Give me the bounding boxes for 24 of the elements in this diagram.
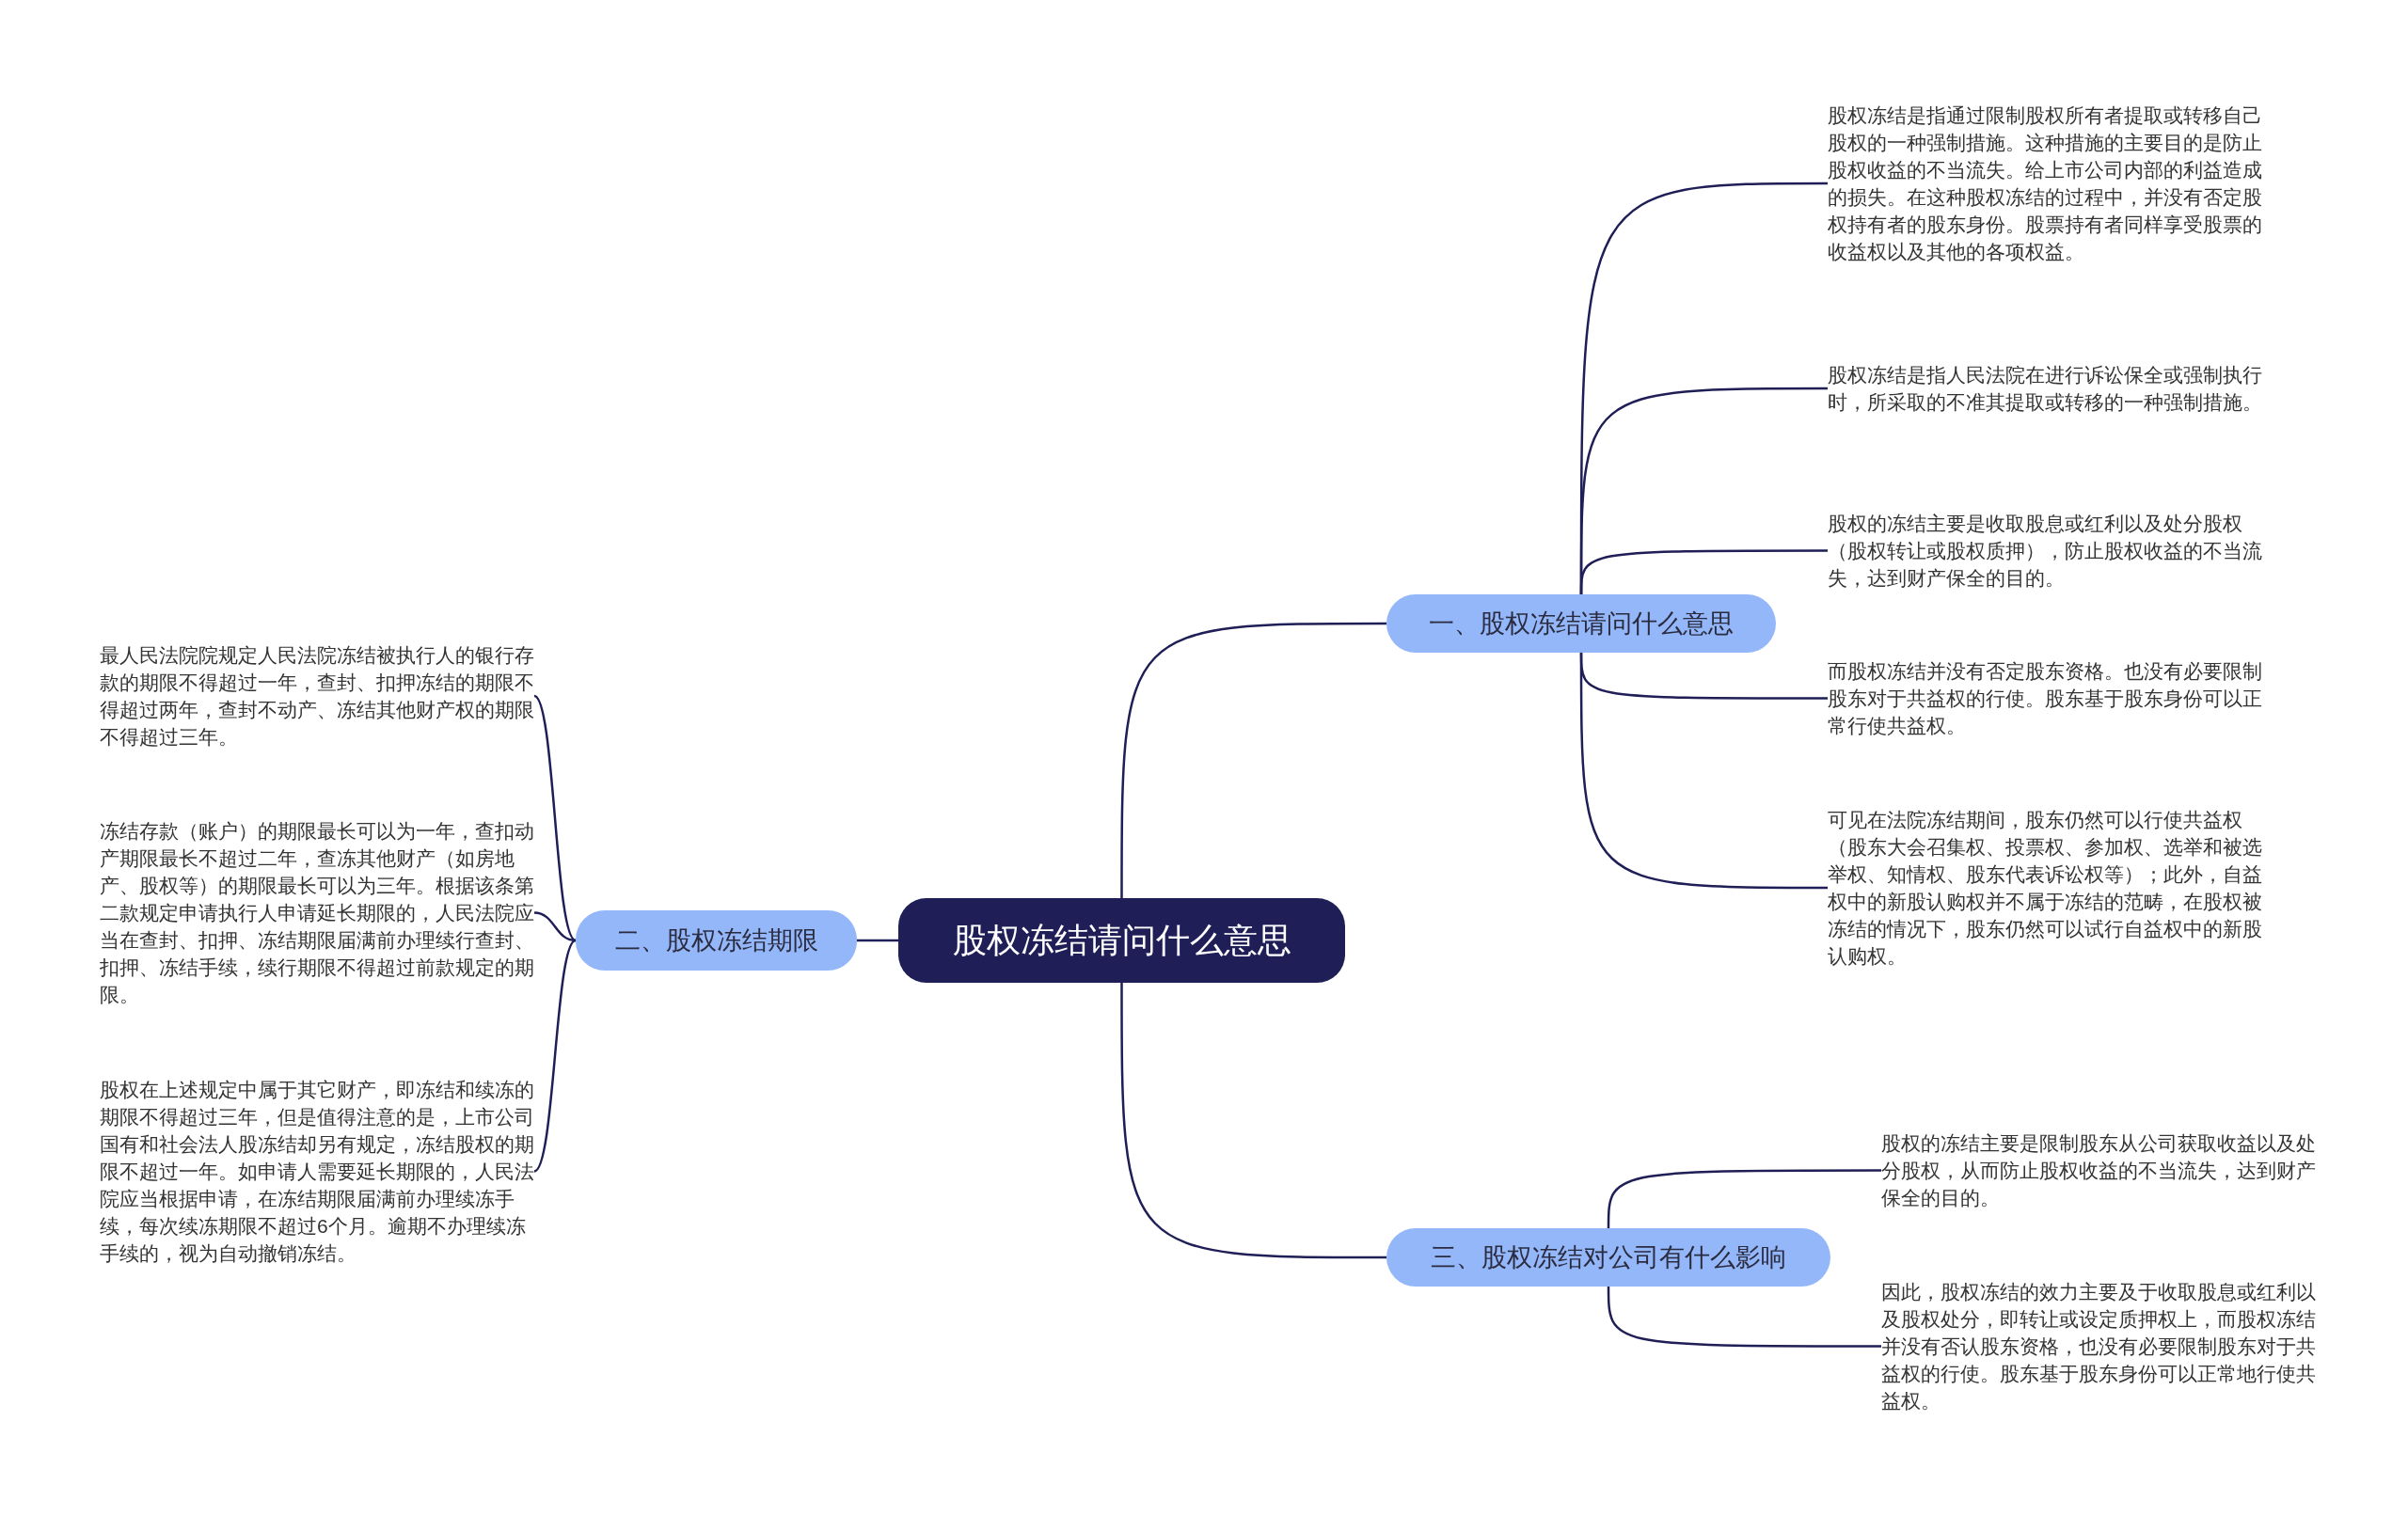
paragraph: 最人民法院院规定人民法院冻结被执行人的银行存款的期限不得超过一年，查封、扣押冻结的期限不得超过两年，查封不动产、冻结其他财产权的期限不得超过三年。 <box>100 641 534 750</box>
paragraph: 而股权冻结并没有否定股东资格。也没有必要限制股东对于共益权的行使。股东基于股东身份可以正常行使共益权。 <box>1828 657 2262 739</box>
topic-box: 一、股权冻结请问什么意思 <box>1386 594 1776 653</box>
central-topic-box: 股权冻结请问什么意思 <box>898 898 1345 983</box>
connector-line <box>1579 653 1828 890</box>
connector-line <box>1607 1287 1881 1348</box>
connector-line <box>533 940 577 1173</box>
paragraph: 因此，股权冻结的效力主要及于收取股息或红利以及股权处分，即转让或设定质押权上，而股权冻结并没有否认股东资格，也没有必要限制股东对于共益权的行使。股东基于股东身份可以正常地行使共益权。 <box>1881 1278 2316 1414</box>
connector-line <box>1579 549 1828 594</box>
paragraph: 股权的冻结主要是限制股东从公司获取收益以及处分股权，从而防止股权收益的不当流失，达到财产保全的目的。 <box>1881 1129 2316 1211</box>
topic-box: 三、股权冻结对公司有什么影响 <box>1386 1228 1830 1287</box>
connector-line <box>1120 983 1386 1259</box>
paragraph: 冻结存款（账户）的期限最长可以为一年，查扣动产期限最长不超过二年，查冻其他财产（如房地产、股权等）的期限最长可以为三年。根据该条第二款规定申请执行人申请延长期限的，人民法院应当在查封、扣押、冻结期限届满前办理续行查封、扣押、冻结手续，续行期限不得超过前款规定的期限。 <box>100 817 534 1008</box>
connector-line <box>857 939 898 942</box>
connector-line <box>533 695 577 941</box>
topic-box: 二、股权冻结期限 <box>576 910 857 971</box>
paragraph: 股权冻结是指人民法院在进行诉讼保全或强制执行时，所采取的不准其提取或转移的一种强制措施。 <box>1828 361 2262 416</box>
paragraph: 股权冻结是指通过限制股权所有者提取或转移自己股权的一种强制措施。这种措施的主要目的是防止股权收益的不当流失。给上市公司内部的利益造成的损失。在这种股权冻结的过程中，并没有否定股权持有者的股东身份。股票持有者同样享受股票的收益权以及其他的各项权益。 <box>1828 102 2262 265</box>
connector-line <box>1120 622 1386 898</box>
connector-line <box>533 911 577 942</box>
connector-line <box>1607 1169 1881 1228</box>
paragraph: 可见在法院冻结期间，股东仍然可以行使共益权（股东大会召集权、投票权、参加权、选举和被选举权、知情权、股东代表诉讼权等）；此外，自益权中的新股认购权并不属于冻结的范畴，在股权被冻结的情况下，股东仍然可以试行自益权中的新股认购权。 <box>1828 806 2262 970</box>
paragraph: 股权的冻结主要是收取股息或红利以及处分股权（股权转让或股权质押），防止股权收益的不当流失，达到财产保全的目的。 <box>1828 510 2262 592</box>
paragraph: 股权在上述规定中属于其它财产，即冻结和续冻的期限不得超过三年，但是值得注意的是，上市公司国有和社会法人股冻结却另有规定，冻结股权的期限不超过一年。如申请人需要延长期限的，人民法院应当根据申请，在冻结期限届满前办理续冻手续，每次续冻期限不超过6个月。逾期不办理续冻手续的，视为自动撤销冻结。 <box>100 1076 534 1267</box>
